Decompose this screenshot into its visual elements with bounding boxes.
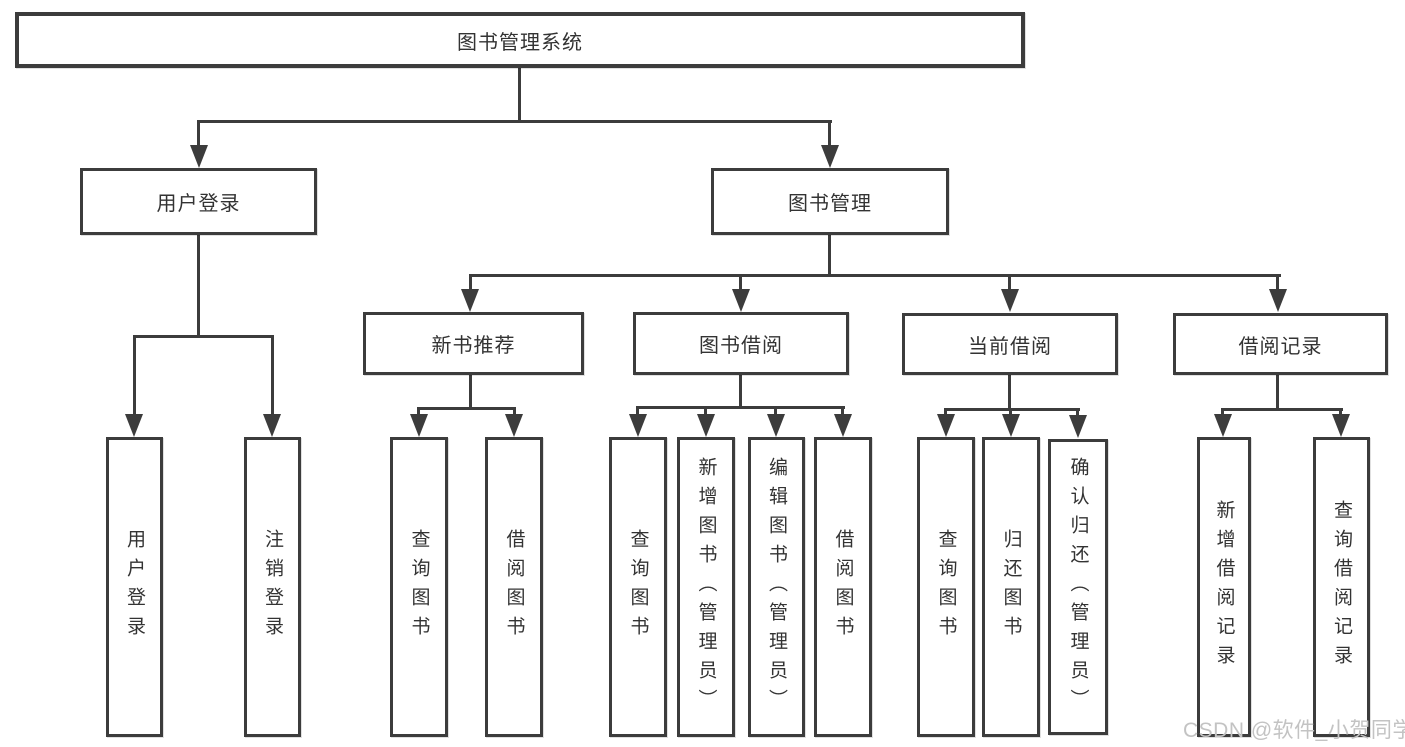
arrowhead-current-borrowing [1001, 289, 1019, 312]
leaf-user-login-label: 用户登录 [124, 529, 145, 645]
leaf-current-return-books-label: 归还图书 [1000, 529, 1022, 645]
connector-drop-bb-borrow [841, 406, 844, 417]
arrowhead-bb-query [629, 414, 647, 437]
node-current-borrowing-label: 当前借阅 [968, 335, 1052, 358]
leaf-current-return-books: 归还图书 [982, 437, 1040, 737]
arrowhead-user-login [190, 145, 208, 168]
arrowhead-rec-borrow [505, 414, 523, 437]
connector-drop-current-borrowing [1008, 274, 1011, 292]
connector-borrowing-records-stub [1276, 375, 1279, 410]
leaf-recommend-query-books: 查询图书 [390, 437, 448, 737]
arrowhead-logout-leaf [263, 414, 281, 437]
node-new-book-recommend-label: 新书推荐 [431, 335, 516, 357]
node-current-borrowing: 当前借阅 [902, 313, 1118, 375]
arrowhead-rec-query [410, 414, 428, 437]
leaf-user-login: 用户登录 [106, 437, 163, 737]
connector-drop-rec-borrow [513, 407, 516, 417]
leaf-borrowing-query-books-label: 查询图书 [627, 529, 649, 645]
connector-drop-logout-leaf [271, 335, 274, 417]
leaf-current-query-books-label: 查询图书 [935, 529, 957, 645]
leaf-records-add-record-label: 新增借阅记录 [1213, 500, 1235, 674]
leaf-borrowing-add-books-label: 新增图书（管理员） [695, 456, 717, 718]
leaf-current-confirm-return: 确认归还（管理员） [1048, 439, 1108, 735]
node-user-login: 用户登录 [80, 168, 317, 235]
arrowhead-borrowing-records [1269, 289, 1287, 312]
leaf-current-query-books: 查询图书 [917, 437, 975, 737]
leaf-recommend-borrow-books-label: 借阅图书 [503, 529, 525, 645]
node-book-borrowing-label: 图书借阅 [699, 335, 783, 357]
arrowhead-cb-return [1002, 414, 1020, 437]
node-new-book-recommend: 新书推荐 [363, 312, 584, 375]
connector-user-login-stub [197, 235, 200, 338]
connector-drop-rec-query [417, 407, 420, 417]
node-root-system: 图书管理系统 [15, 12, 1025, 68]
node-book-management: 图书管理 [711, 168, 949, 235]
connector-drop-bb-add [704, 406, 707, 417]
arrowhead-bb-edit [767, 414, 785, 437]
node-user-login-label: 用户登录 [156, 193, 241, 215]
leaf-recommend-query-books-label: 查询图书 [408, 529, 430, 645]
connector-borrowing-branch [636, 406, 845, 409]
leaf-borrowing-borrow-books-label: 借阅图书 [832, 529, 854, 645]
arrowhead-new-book [461, 289, 479, 312]
connector-drop-user-login [197, 120, 200, 148]
arrowhead-br-add [1214, 414, 1232, 437]
connector-current-borrowing-stub [1008, 375, 1011, 410]
connector-drop-br-query [1339, 408, 1342, 417]
connector-drop-borrowing-records [1276, 274, 1279, 292]
leaf-borrowing-query-books: 查询图书 [609, 437, 667, 737]
connector-drop-login-leaf [133, 335, 136, 417]
node-book-management-label: 图书管理 [788, 193, 872, 215]
csdn-watermark: CSDN @软件_小贺同学 [1183, 719, 1405, 742]
leaf-borrowing-add-books: 新增图书（管理员） [677, 437, 735, 737]
arrowhead-book-borrowing [732, 289, 750, 312]
connector-new-book-stub [469, 375, 472, 409]
connector-drop-cb-confirm [1076, 408, 1079, 417]
connector-recommend-branch [417, 407, 516, 410]
leaf-borrowing-borrow-books: 借阅图书 [814, 437, 872, 737]
node-root-label: 图书管理系统 [457, 31, 583, 54]
connector-drop-bb-edit [774, 406, 777, 417]
connector-drop-bb-query [636, 406, 639, 417]
connector-current-branch [944, 408, 1080, 411]
connector-book-borrowing-stub [739, 375, 742, 408]
arrowhead-bb-borrow [834, 414, 852, 437]
arrowhead-cb-query [937, 414, 955, 437]
leaf-logout-login-label: 注销登录 [262, 529, 283, 645]
connector-records-branch [1221, 408, 1343, 411]
leaf-records-add-record: 新增借阅记录 [1197, 437, 1251, 737]
connector-root-stub [518, 68, 521, 123]
connector-drop-br-add [1221, 408, 1224, 417]
arrowhead-br-query [1332, 414, 1350, 437]
arrowhead-cb-confirm [1069, 415, 1087, 438]
arrowhead-login-leaf [125, 414, 143, 437]
leaf-records-query-record: 查询借阅记录 [1313, 437, 1370, 737]
connector-drop-cb-return [1009, 408, 1012, 417]
node-book-borrowing: 图书借阅 [633, 312, 849, 375]
connector-book-management-stub [828, 235, 831, 277]
connector-drop-cb-query [944, 408, 947, 417]
connector-level2-branch [197, 120, 832, 123]
node-borrowing-records: 借阅记录 [1173, 313, 1388, 375]
leaf-recommend-borrow-books: 借阅图书 [485, 437, 543, 737]
leaf-logout-login: 注销登录 [244, 437, 301, 737]
arrowhead-bb-add [697, 414, 715, 437]
leaf-borrowing-edit-books-label: 编辑图书（管理员） [766, 456, 787, 718]
connector-drop-new-book [469, 274, 472, 292]
connector-level3-branch [469, 274, 1281, 277]
connector-login-branch [133, 335, 274, 338]
connector-drop-book-management [828, 120, 831, 148]
leaf-records-query-record-label: 查询借阅记录 [1331, 500, 1352, 674]
arrowhead-book-management [821, 145, 839, 168]
connector-drop-book-borrowing [739, 274, 742, 292]
leaf-current-confirm-return-label: 确认归还（管理员） [1067, 456, 1089, 718]
leaf-borrowing-edit-books: 编辑图书（管理员） [748, 437, 805, 737]
node-borrowing-records-label: 借阅记录 [1238, 335, 1323, 358]
